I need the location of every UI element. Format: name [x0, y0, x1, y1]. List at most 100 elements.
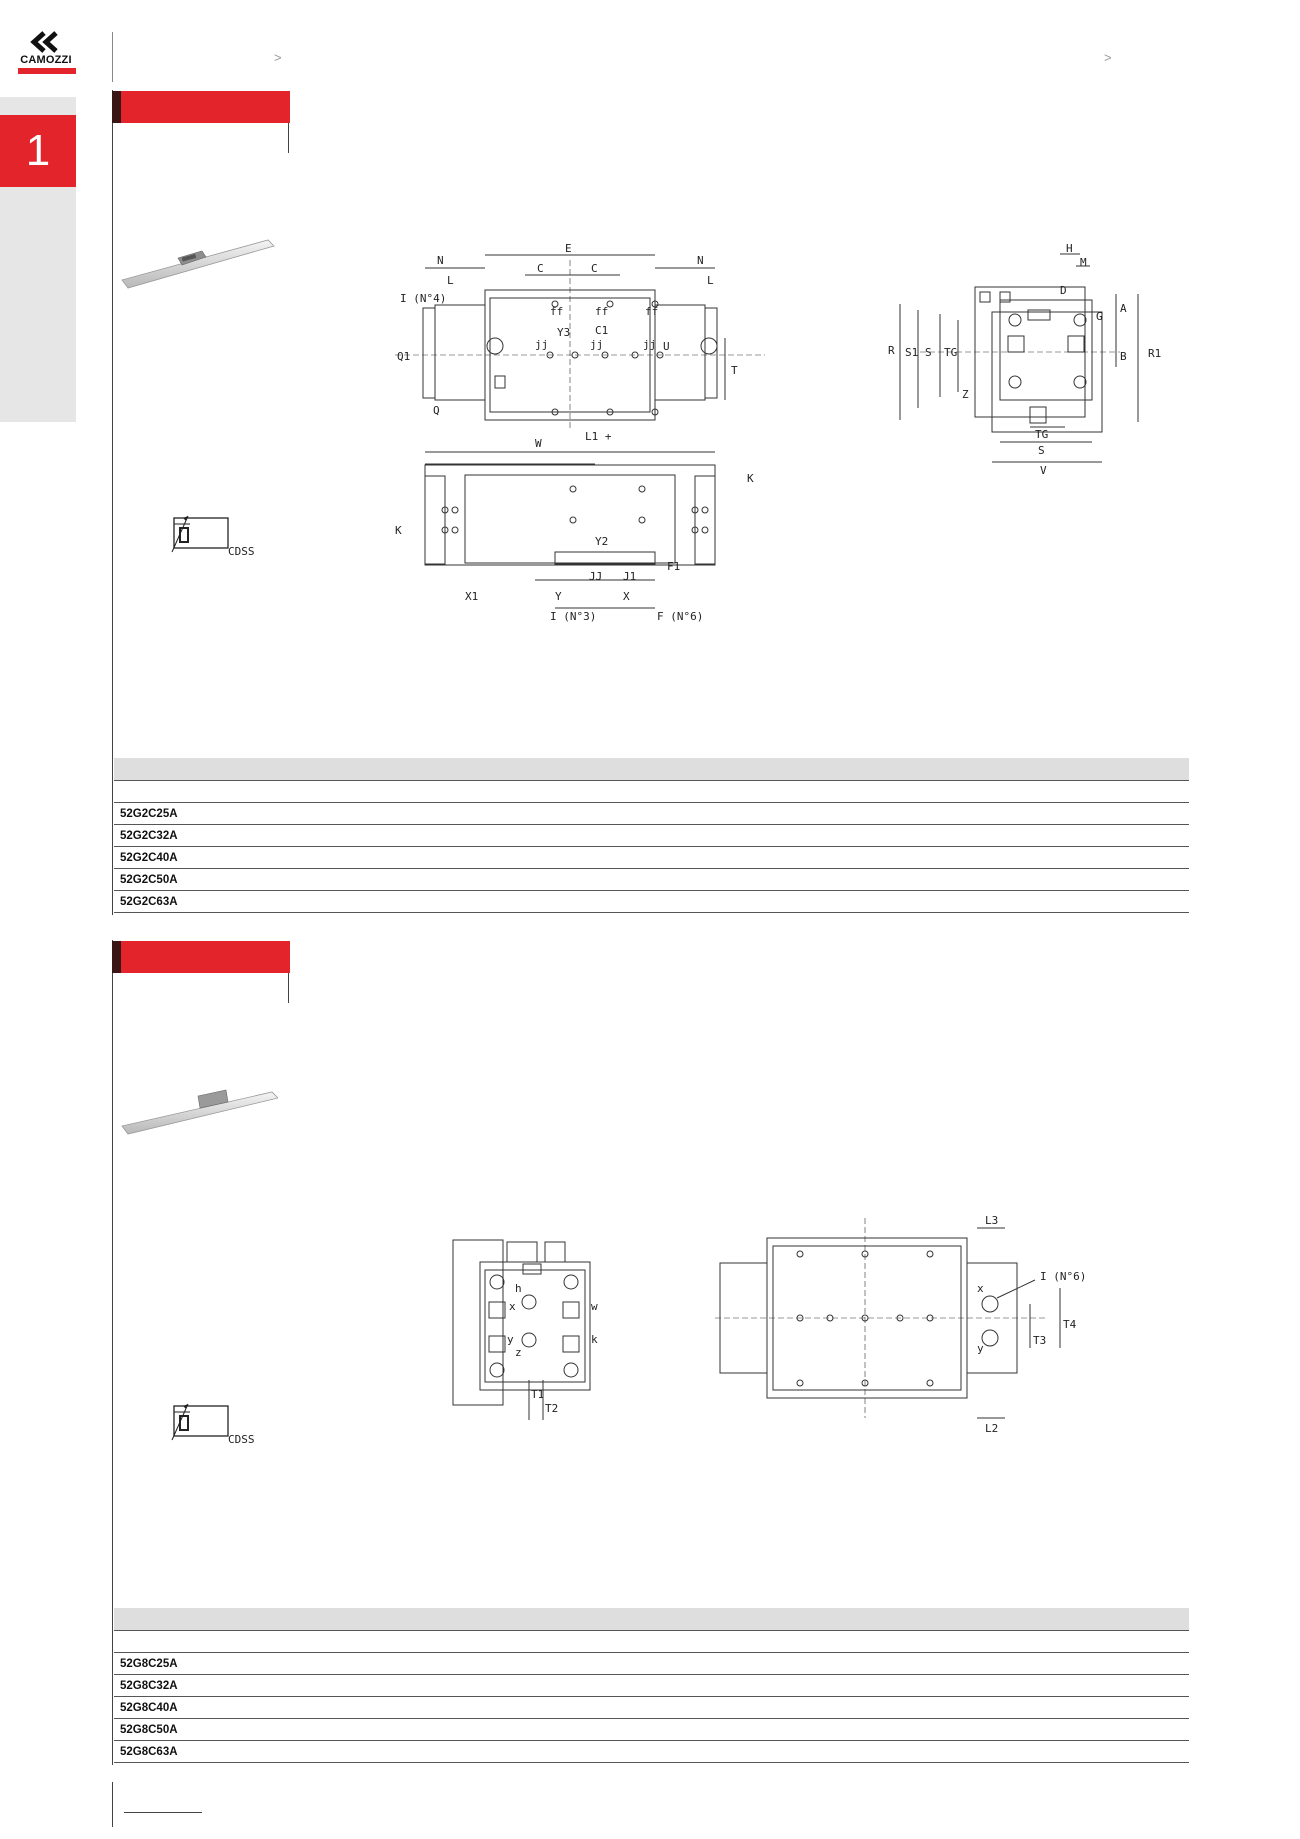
- svg-text:T2: T2: [545, 1402, 558, 1415]
- camozzi-logo: CAMOZZI: [14, 30, 78, 76]
- svg-text:T1: T1: [531, 1388, 544, 1401]
- header-divider: [112, 32, 113, 82]
- footer-divider: [112, 1782, 113, 1827]
- svg-text:I (N°4): I (N°4): [400, 292, 446, 305]
- svg-text:T4: T4: [1063, 1318, 1077, 1331]
- svg-text:Q1: Q1: [397, 350, 410, 363]
- svg-text:D: D: [1060, 284, 1067, 297]
- table-row: 52G2C25A: [114, 802, 1189, 825]
- table-row: 52G8C63A: [114, 1740, 1189, 1763]
- svg-text:Z: Z: [962, 388, 969, 401]
- block2-header-bar: [112, 941, 290, 973]
- svg-text:TG: TG: [944, 346, 957, 359]
- svg-text:B: B: [1120, 350, 1127, 363]
- block1-left-rule: [112, 90, 113, 915]
- table-row: 52G2C50A: [114, 868, 1189, 891]
- breadcrumb-chevron-left[interactable]: >: [274, 50, 282, 65]
- svg-text:jj: jj: [590, 338, 603, 351]
- spec-table-1: 52G2C25A 52G2C32A 52G2C40A 52G2C50A 52G2…: [114, 758, 1189, 913]
- svg-text:F1: F1: [667, 560, 680, 573]
- section-number: 1: [25, 126, 51, 175]
- table-subheader: [114, 1630, 1189, 1653]
- svg-text:C: C: [537, 262, 544, 275]
- svg-text:N: N: [697, 254, 704, 267]
- svg-text:Q: Q: [433, 404, 440, 417]
- svg-text:Y2: Y2: [595, 535, 608, 548]
- table-row: 52G8C50A: [114, 1718, 1189, 1741]
- table-subheader: [114, 780, 1189, 803]
- svg-text:E: E: [565, 242, 572, 255]
- table-row: 52G2C32A: [114, 824, 1189, 847]
- svg-text:T3: T3: [1033, 1334, 1046, 1347]
- product-image-2: [121, 1089, 278, 1135]
- symbol-label: CDSS: [228, 1433, 255, 1446]
- spec-table-2: 52G8C25A 52G8C32A 52G8C40A 52G8C50A 52G8…: [114, 1608, 1189, 1763]
- svg-text:N: N: [437, 254, 444, 267]
- svg-text:X1: X1: [465, 590, 478, 603]
- section-tab[interactable]: 1: [0, 115, 76, 187]
- svg-text:jj: jj: [643, 338, 656, 351]
- svg-text:L3: L3: [985, 1214, 998, 1227]
- svg-text:L: L: [447, 274, 454, 287]
- svg-text:x: x: [977, 1282, 984, 1295]
- svg-text:R1: R1: [1148, 347, 1161, 360]
- svg-text:w: w: [591, 1300, 598, 1313]
- svg-text:C1: C1: [595, 324, 608, 337]
- product-image-1: [121, 239, 275, 289]
- svg-text:Y: Y: [555, 590, 562, 603]
- svg-text:U: U: [663, 340, 670, 353]
- table-header: [114, 1608, 1189, 1631]
- svg-text:h: h: [515, 1282, 522, 1295]
- table-row: 52G2C40A: [114, 846, 1189, 869]
- block1-header-bar: [112, 91, 290, 123]
- svg-text:ff: ff: [645, 305, 658, 318]
- symbol-label: CDSS: [228, 545, 255, 558]
- table-row: 52G2C63A: [114, 890, 1189, 913]
- svg-text:A: A: [1120, 302, 1127, 315]
- table-row: 52G8C40A: [114, 1696, 1189, 1719]
- svg-text:k: k: [591, 1333, 598, 1346]
- table-row: 52G8C32A: [114, 1674, 1189, 1697]
- logo-mark-icon: [30, 31, 58, 53]
- svg-text:K: K: [747, 472, 754, 485]
- svg-text:K: K: [395, 524, 402, 537]
- block2-header-tick: [288, 973, 289, 1003]
- svg-text:y: y: [507, 1333, 514, 1346]
- table-row: 52G8C25A: [114, 1652, 1189, 1675]
- svg-text:L2: L2: [985, 1422, 998, 1435]
- svg-text:F (N°6): F (N°6): [657, 610, 703, 623]
- svg-text:jj: jj: [535, 338, 548, 351]
- svg-text:H: H: [1066, 242, 1073, 255]
- breadcrumb-chevron-right[interactable]: >: [1104, 50, 1112, 65]
- svg-text:M: M: [1080, 256, 1087, 269]
- svg-text:x: x: [509, 1300, 516, 1313]
- svg-text:J1: J1: [623, 570, 636, 583]
- svg-text:JJ: JJ: [589, 570, 602, 583]
- svg-text:G: G: [1096, 310, 1103, 323]
- pneumatic-symbol-2: CDSS: [171, 1403, 255, 1446]
- svg-text:R: R: [888, 344, 895, 357]
- table-header: [114, 758, 1189, 781]
- svg-text:C: C: [591, 262, 598, 275]
- svg-text:ff: ff: [595, 305, 608, 318]
- logo-underline: [18, 68, 76, 74]
- svg-text:X: X: [623, 590, 630, 603]
- svg-text:y: y: [977, 1342, 984, 1355]
- svg-text:I (N°3): I (N°3): [550, 610, 596, 623]
- svg-text:T: T: [731, 364, 738, 377]
- svg-text:TG: TG: [1035, 428, 1048, 441]
- drawing-port-view: L3 L2 I (N°6) x y T3 T4: [715, 1214, 1086, 1435]
- svg-text:I (N°6): I (N°6): [1040, 1270, 1086, 1283]
- drawing-side-view: H M D G A B R R1 S1 S TG Z TG S V: [888, 242, 1161, 477]
- block1-header-tick: [288, 123, 289, 153]
- drawing-front-view: h x w y k z T1 T2: [452, 1239, 598, 1420]
- svg-text:S: S: [925, 346, 932, 359]
- svg-text:Y3: Y3: [557, 326, 570, 339]
- svg-text:S: S: [1038, 444, 1045, 457]
- svg-text:W: W: [535, 437, 542, 450]
- svg-text:z: z: [515, 1346, 522, 1359]
- svg-text:L: L: [707, 274, 714, 287]
- brand-name: CAMOZZI: [20, 54, 72, 66]
- footer-underline: [124, 1812, 202, 1813]
